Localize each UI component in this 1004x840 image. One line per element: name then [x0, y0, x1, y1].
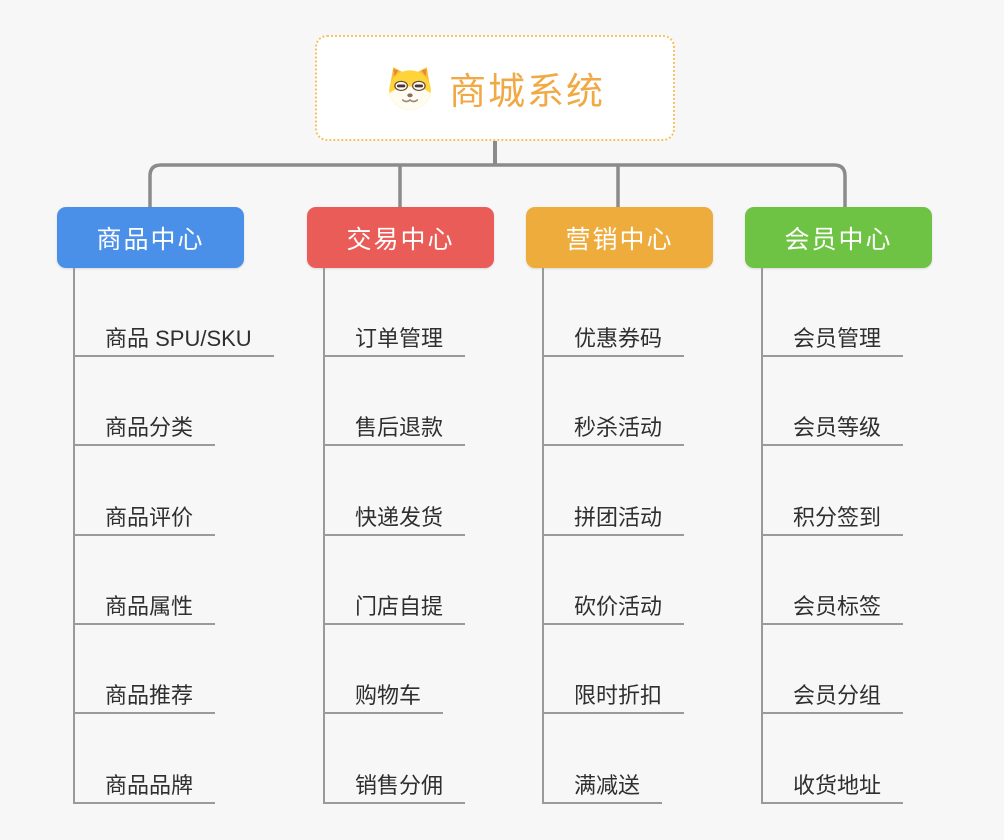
leaf-node[interactable]: 订单管理: [323, 324, 466, 357]
leaf-node[interactable]: 限时折扣: [542, 681, 685, 714]
leaf-node[interactable]: 购物车: [323, 681, 444, 714]
leaf-node[interactable]: 会员管理: [761, 324, 904, 357]
leaf-node[interactable]: 拼团活动: [542, 503, 685, 536]
leaf-node[interactable]: 秒杀活动: [542, 413, 685, 446]
leaf-node[interactable]: 商品属性: [73, 592, 216, 625]
leaf-node[interactable]: 积分签到: [761, 503, 904, 536]
leaf-node[interactable]: 优惠券码: [542, 324, 685, 357]
leaf-node[interactable]: 商品推荐: [73, 681, 216, 714]
leaf-node[interactable]: 收货地址: [761, 771, 904, 804]
leaf-node[interactable]: 会员分组: [761, 681, 904, 714]
leaf-node[interactable]: 销售分佣: [323, 771, 466, 804]
branch-column-product: 商品中心 商品 SPU/SKU 商品分类 商品评价 商品属性 商品推荐 商品品牌: [57, 207, 307, 827]
branch-column-member: 会员中心 会员管理 会员等级 积分签到 会员标签 会员分组 收货地址: [745, 207, 995, 827]
leaf-node[interactable]: 会员标签: [761, 592, 904, 625]
leaf-node[interactable]: 售后退款: [323, 413, 466, 446]
leaf-node[interactable]: 商品品牌: [73, 771, 216, 804]
leaf-node[interactable]: 会员等级: [761, 413, 904, 446]
branch-node-marketing[interactable]: 营销中心: [526, 207, 713, 268]
leaf-node[interactable]: 商品 SPU/SKU: [73, 324, 274, 357]
leaf-node[interactable]: 快递发货: [323, 503, 466, 536]
branch-node-member[interactable]: 会员中心: [745, 207, 932, 268]
root-title: 商城系统: [449, 71, 605, 112]
doge-icon: [389, 67, 431, 110]
leaf-node[interactable]: 砍价活动: [542, 592, 685, 625]
leaf-node[interactable]: 商品评价: [73, 503, 216, 536]
leaf-node[interactable]: 满减送: [542, 771, 663, 804]
leaf-node[interactable]: 门店自提: [323, 592, 466, 625]
root-node[interactable]: 商城系统: [315, 35, 675, 141]
branch-column-marketing: 营销中心 优惠券码 秒杀活动 拼团活动 砍价活动 限时折扣 满减送: [526, 207, 776, 827]
branch-node-trade[interactable]: 交易中心: [307, 207, 494, 268]
leaf-node[interactable]: 商品分类: [73, 413, 216, 446]
branch-column-trade: 交易中心 订单管理 售后退款 快递发货 门店自提 购物车 销售分佣: [307, 207, 557, 827]
branch-node-product[interactable]: 商品中心: [57, 207, 244, 268]
